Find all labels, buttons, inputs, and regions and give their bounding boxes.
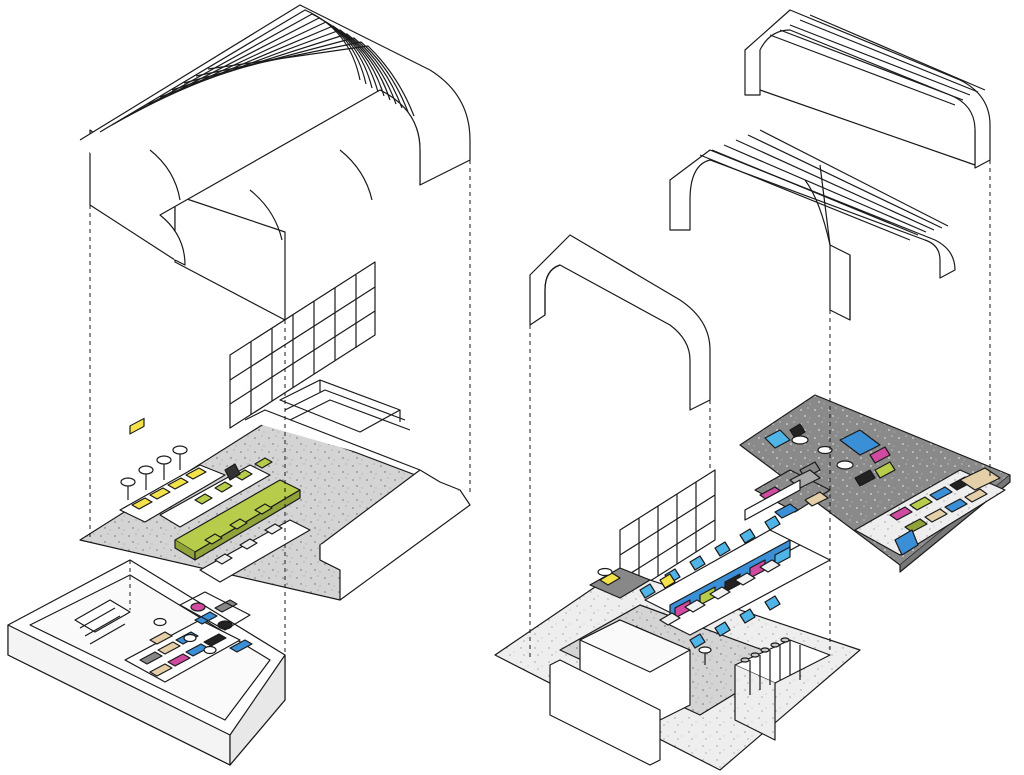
dining-floor bbox=[494, 567, 861, 771]
left-axonometric bbox=[7, 4, 471, 766]
glazed-partition bbox=[229, 261, 376, 429]
dining-seating bbox=[639, 515, 831, 665]
kitchen-module bbox=[7, 559, 286, 766]
alignment-lines bbox=[89, 160, 471, 655]
cafe-seating bbox=[119, 417, 311, 583]
bar-stools bbox=[740, 637, 801, 695]
twin-vault-canopy bbox=[669, 9, 991, 321]
alignment-lines-right bbox=[529, 160, 991, 660]
vault-ribs bbox=[99, 9, 415, 241]
shelving-unit bbox=[279, 379, 411, 433]
lounge-platform bbox=[739, 394, 1011, 573]
right-axonometric bbox=[494, 9, 1011, 771]
single-arch-canopy bbox=[529, 234, 711, 411]
yellow-seat bbox=[129, 417, 145, 435]
ribbed-vault-canopy bbox=[79, 4, 471, 321]
